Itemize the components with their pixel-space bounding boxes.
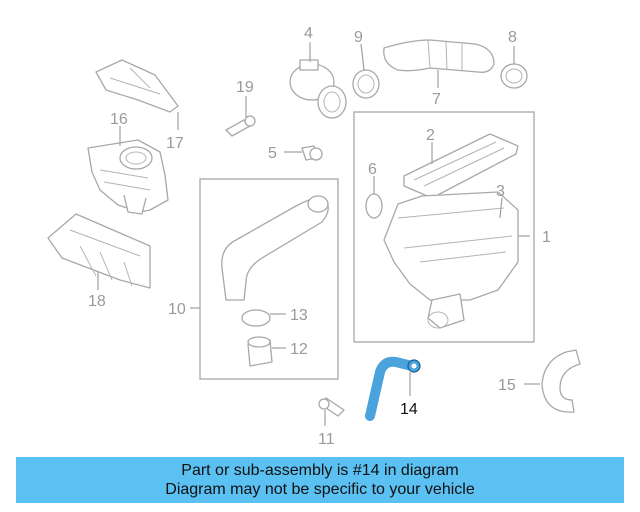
banner-line-1: Part or sub-assembly is #14 in diagram xyxy=(181,462,459,479)
part-2-filter xyxy=(403,133,519,199)
part-19-bolt xyxy=(225,115,256,137)
parts-diagram: 4 9 8 7 19 16 17 5 2 6 3 1 18 10 13 12 1… xyxy=(47,25,581,448)
callout-11: 11 xyxy=(318,431,335,448)
callout-16: 16 xyxy=(110,111,128,128)
part-4-sensor xyxy=(289,59,347,119)
part-14-hose xyxy=(365,356,421,421)
assembly-box-1 xyxy=(353,111,535,343)
callout-1: 1 xyxy=(542,229,551,246)
part-6-gasket xyxy=(365,193,383,219)
part-5-bolt xyxy=(301,145,323,161)
callout-13: 13 xyxy=(290,307,308,324)
part-7-hose xyxy=(383,39,495,73)
callout-19: 19 xyxy=(236,79,254,96)
callout-2: 2 xyxy=(426,127,435,144)
callout-12: 12 xyxy=(290,341,308,358)
callout-3: 3 xyxy=(496,183,505,200)
callout-4: 4 xyxy=(304,25,313,42)
callout-5: 5 xyxy=(268,145,277,162)
callout-18: 18 xyxy=(88,293,106,310)
part-13-oring xyxy=(241,309,271,327)
part-11-bolt xyxy=(318,397,345,417)
part-16-airbox xyxy=(87,139,169,215)
callout-10: 10 xyxy=(168,301,186,318)
leader-lines xyxy=(97,42,540,426)
callout-7: 7 xyxy=(432,91,441,108)
callout-14: 14 xyxy=(400,401,418,418)
part-15-hose xyxy=(541,349,581,413)
part-12-coupler xyxy=(247,336,273,367)
callout-8: 8 xyxy=(508,29,517,46)
part-1-housing xyxy=(383,191,519,329)
callout-17: 17 xyxy=(166,135,184,152)
callout-15: 15 xyxy=(498,377,516,394)
callout-9: 9 xyxy=(354,29,363,46)
part-10-tube xyxy=(221,195,329,301)
part-18-duct xyxy=(47,213,151,289)
part-9-clamp xyxy=(352,69,380,99)
part-8-clamp xyxy=(500,63,528,89)
callout-6: 6 xyxy=(368,161,377,178)
info-banner: Part or sub-assembly is #14 in diagram D… xyxy=(16,457,624,503)
part-17-cover xyxy=(95,59,179,113)
banner-line-2: Diagram may not be specific to your vehi… xyxy=(165,481,475,498)
assembly-box-10 xyxy=(199,178,339,380)
